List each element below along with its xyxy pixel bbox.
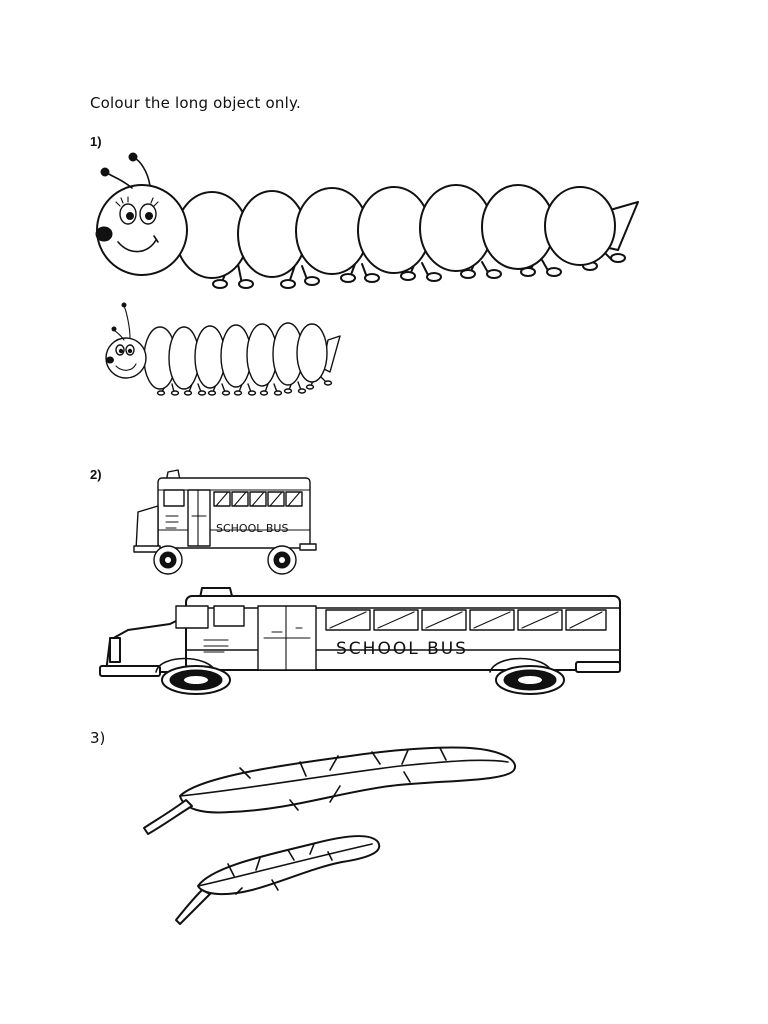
long-feather-image xyxy=(143,746,517,835)
short-bus-label: SCHOOL BUS xyxy=(216,522,288,535)
long-school-bus-image: SCHOOL BUS xyxy=(99,587,621,695)
question-1-number: 1) xyxy=(90,134,102,149)
question-3-number: 3) xyxy=(90,729,106,747)
short-feather-image xyxy=(175,835,381,925)
short-school-bus-image: SCHOOL BUS xyxy=(133,469,317,575)
long-bus-label: SCHOOL BUS xyxy=(336,639,468,659)
instruction-text: Colour the long object only. xyxy=(90,94,301,112)
long-caterpillar-image xyxy=(95,152,639,289)
question-2-number: 2) xyxy=(90,467,102,482)
short-caterpillar-image xyxy=(105,302,341,396)
